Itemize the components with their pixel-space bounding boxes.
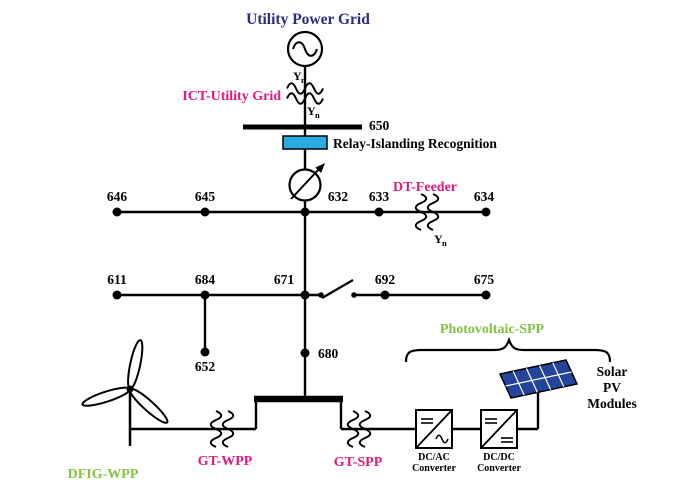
- bus-684-label: 684: [195, 272, 216, 287]
- sine-wave-icon: [292, 41, 318, 57]
- winding-y-label: Y: [307, 104, 316, 118]
- turbine-blade: [128, 387, 169, 424]
- bus-node-680: [300, 348, 310, 358]
- utility-source-section: Utility Power Grid Y n Y n ICT-Utility G…: [182, 11, 370, 127]
- bus-652-label: 652: [195, 359, 216, 374]
- pv-section-brace: [404, 336, 612, 363]
- solar-branch: GT-SPP DC/AC Converter DC/DC Converter: [334, 322, 637, 474]
- utility-power-grid-label: Utility Power Grid: [246, 11, 370, 28]
- feeder-line-2: 611 684 671 692 675: [107, 272, 494, 300]
- panel-grid-line: [539, 365, 552, 390]
- bus-692-label: 692: [375, 272, 396, 287]
- bus-645-label: 645: [195, 189, 216, 204]
- panel-grid-line: [512, 370, 525, 396]
- bus-611-label: 611: [107, 272, 127, 287]
- winding-y-label: Y: [293, 69, 302, 83]
- solar-pv-modules-label-line3: Modules: [587, 396, 637, 411]
- wind-turbine-icon: [81, 339, 169, 446]
- dc-dc-converter-icon: DC/DC Converter: [477, 409, 521, 474]
- bus-node-645: [200, 207, 210, 217]
- bus-node-634: [481, 207, 491, 217]
- relay-arrow-shaft: [290, 168, 320, 200]
- solar-panel-icon: [498, 359, 579, 399]
- winding-symbol-bottom: Y n: [307, 104, 320, 120]
- dc-ac-diagonal: [415, 409, 453, 449]
- ict-utility-grid-label: ICT-Utility Grid: [182, 89, 281, 104]
- turbine-blade: [127, 339, 144, 391]
- switch-terminal-right: [351, 292, 357, 298]
- panel-grid-line: [525, 368, 538, 393]
- relay-box-icon: [282, 135, 328, 150]
- dc-ac-label-line1: DC/AC: [418, 452, 450, 463]
- bus-node-692: [380, 290, 390, 300]
- lateral-652: 652: [195, 295, 216, 374]
- bus-633-label: 633: [369, 189, 390, 204]
- winding-symbol-top: Y n: [293, 69, 306, 85]
- photovoltaic-spp-label: Photovoltaic-SPP: [440, 322, 545, 337]
- gt-spp-label: GT-SPP: [334, 455, 383, 470]
- winding-y-label: Y: [434, 232, 443, 246]
- bus-node-652: [200, 347, 210, 357]
- panel-grid-line: [505, 371, 572, 387]
- winding-n-label: n: [315, 110, 320, 120]
- bus-675-label: 675: [474, 272, 495, 287]
- wind-branch: GT-WPP DFIG-WPP: [68, 339, 258, 482]
- winding-symbol-dt: Y n: [434, 232, 447, 248]
- winding-n-label: n: [442, 238, 447, 248]
- winding-n-label: n: [301, 75, 306, 85]
- dc-dc-label-line2: Converter: [477, 463, 521, 474]
- dc-dc-label-line1: DC/DC: [483, 452, 515, 463]
- bus-680-label: 680: [318, 346, 339, 361]
- panel-grid-line: [552, 362, 565, 388]
- dc-ac-converter-icon: DC/AC Converter: [412, 409, 456, 474]
- solar-pv-modules-label-line1: Solar: [597, 364, 628, 379]
- switch-blade-icon: [321, 279, 354, 299]
- bus-node-633: [374, 207, 384, 217]
- switch-terminal-left: [318, 292, 324, 298]
- feeder-line-1: 646 645 632 633 634 Y n: [107, 189, 495, 248]
- relay-label: Relay-Islanding Recognition: [333, 136, 497, 151]
- dc-ac-label-line2: Converter: [412, 463, 456, 474]
- bus-650-section: 650 Relay-Islanding Recognition: [243, 118, 497, 212]
- relay-arrow-head: [315, 163, 325, 173]
- bus-650-label: 650: [369, 118, 390, 133]
- dt-feeder-label: DT-Feeder: [393, 180, 457, 195]
- dfig-wpp-label: DFIG-WPP: [68, 467, 139, 482]
- bus-634-label: 634: [474, 189, 495, 204]
- bus-node-646: [112, 207, 122, 217]
- turbine-blade: [81, 386, 132, 407]
- dc-dc-diagonal: [480, 409, 518, 449]
- bus-node-675: [481, 290, 491, 300]
- bus-671-label: 671: [274, 272, 295, 287]
- turbine-hub: [126, 385, 134, 393]
- bus-646-label: 646: [107, 189, 128, 204]
- bus-632-label: 632: [328, 189, 349, 204]
- bus-node-611: [112, 290, 122, 300]
- solar-pv-modules-label-line2: PV: [603, 380, 621, 395]
- gt-wpp-label: GT-WPP: [198, 454, 253, 469]
- ac-symbol: [435, 434, 449, 444]
- main-trunk: 680: [254, 212, 343, 403]
